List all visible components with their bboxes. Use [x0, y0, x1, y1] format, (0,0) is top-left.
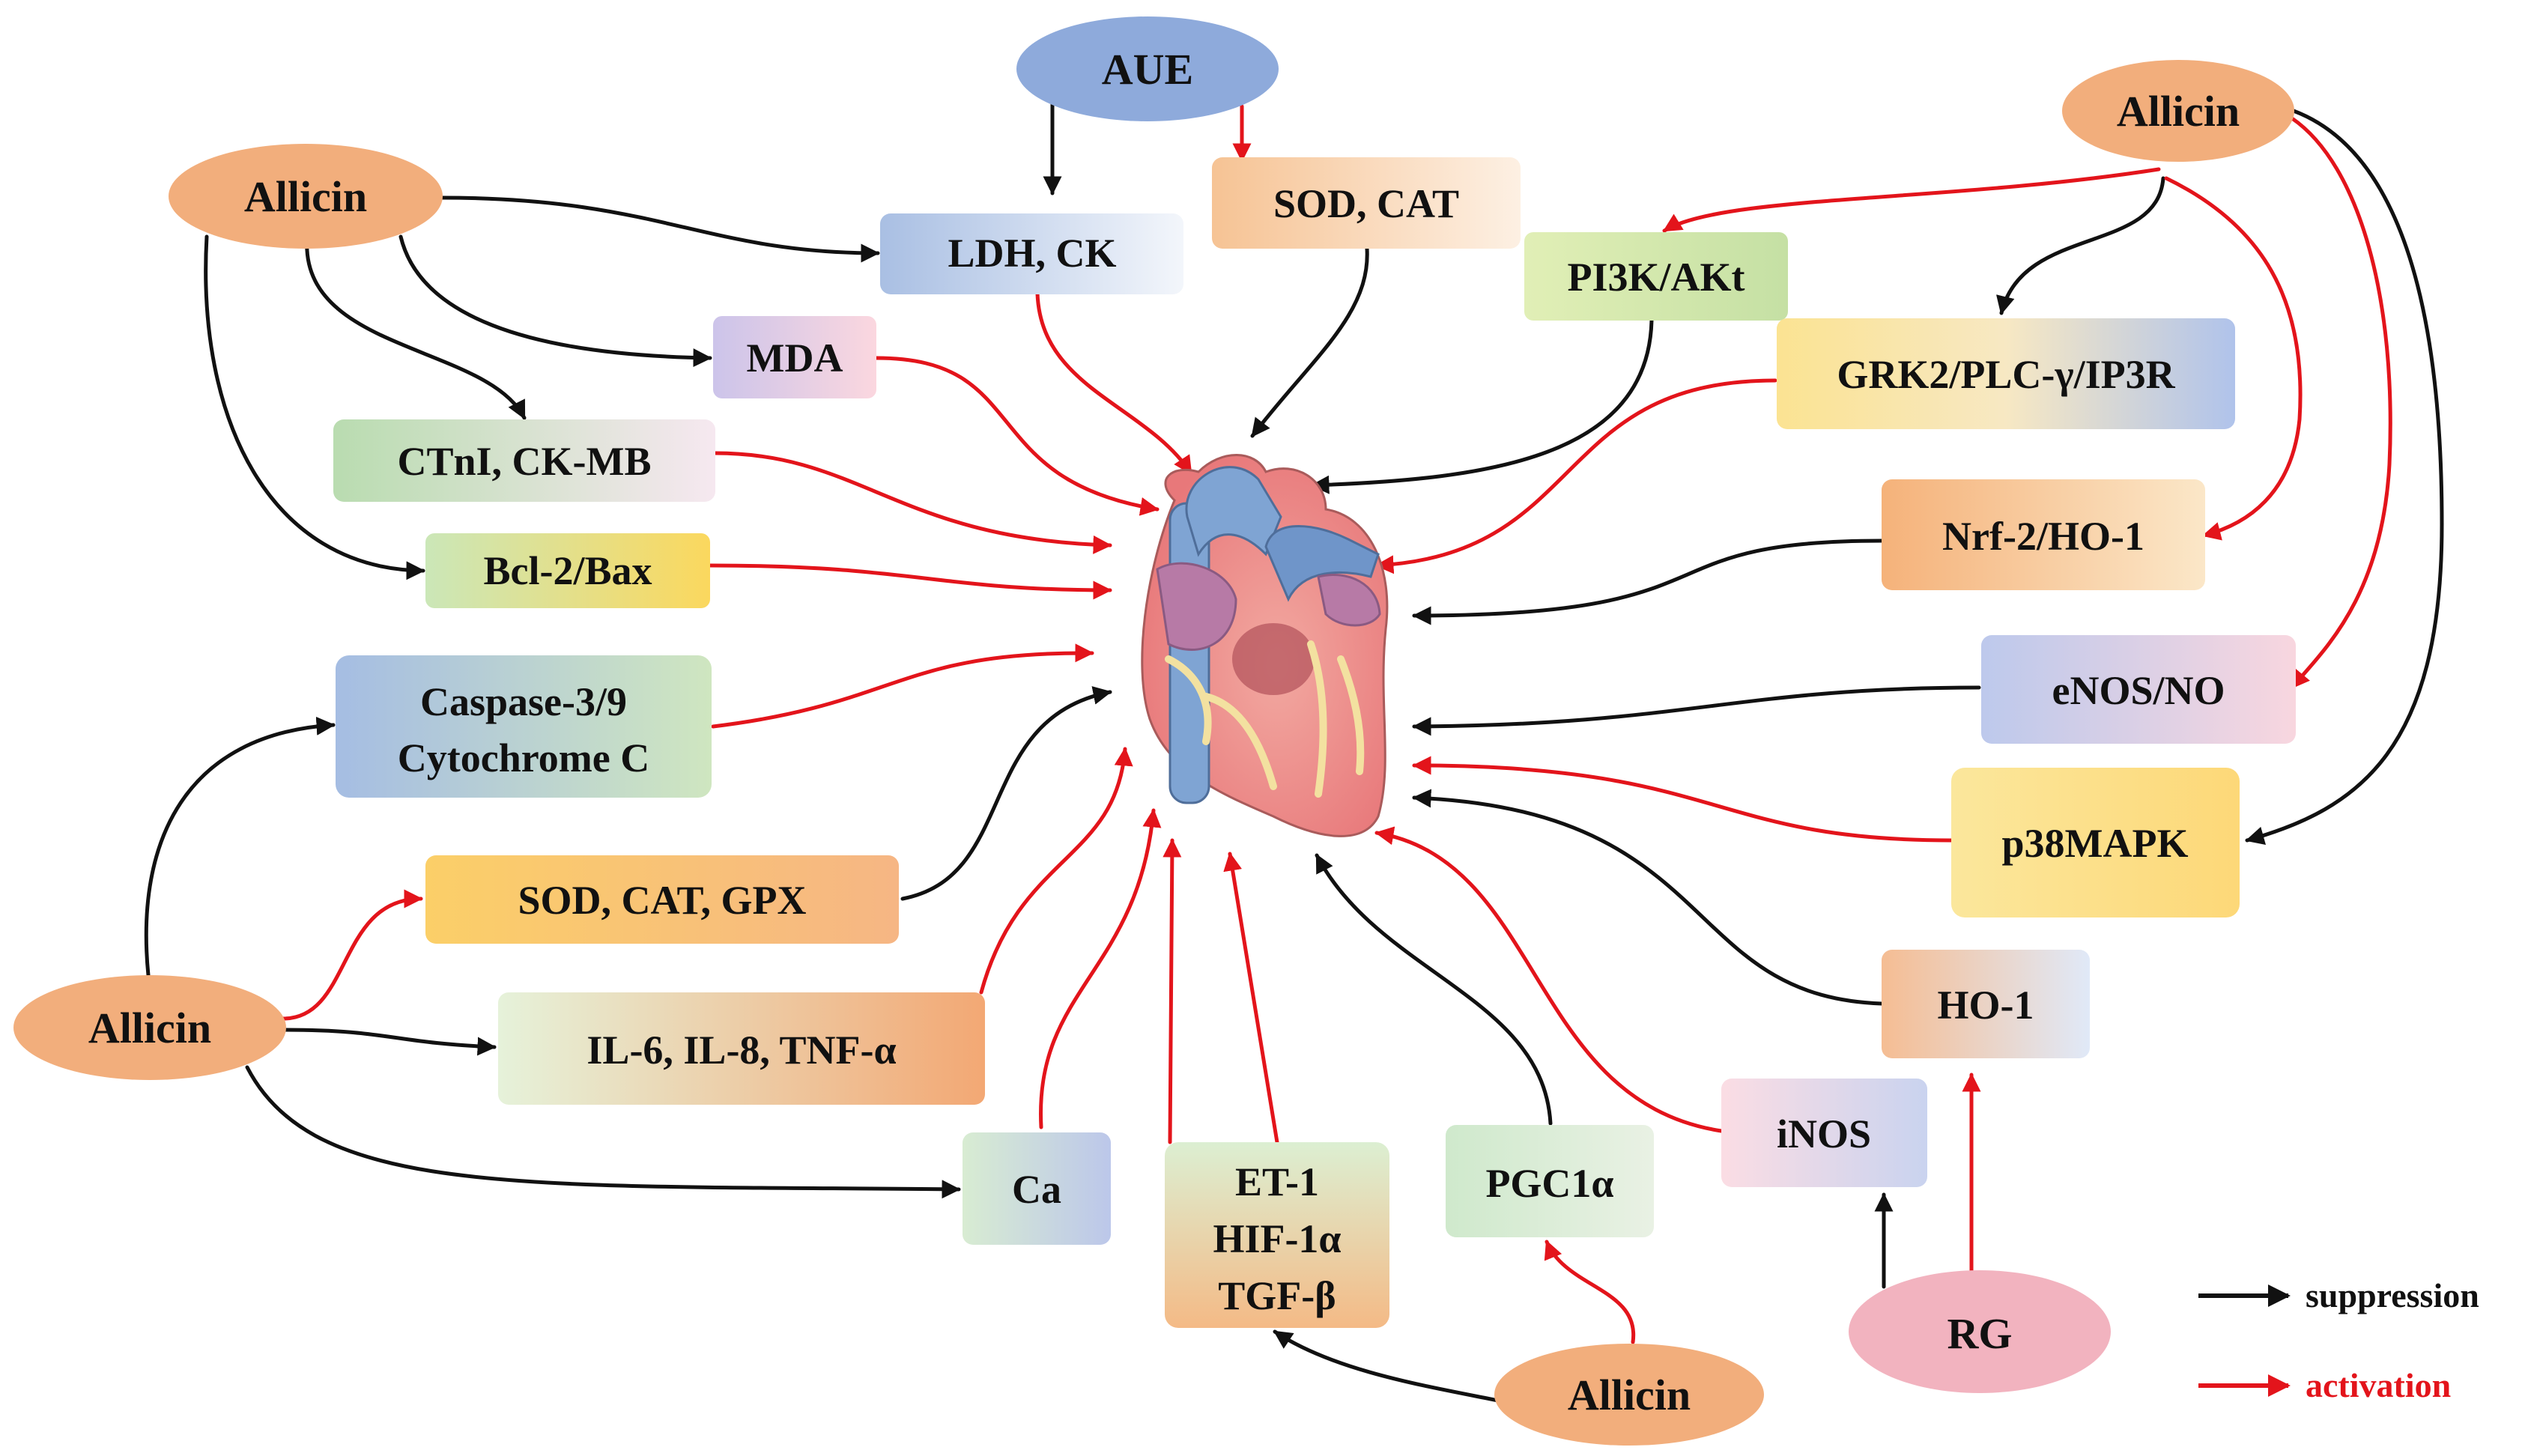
ldh-ck-label: LDH, CK: [948, 231, 1116, 276]
caspase-label-2: Cytochrome C: [398, 735, 649, 780]
arrow-allicin-mda: [398, 234, 712, 368]
arrow-allicin-grk: [1996, 176, 2165, 315]
box-p38: [1951, 768, 2240, 917]
pgc-label: PGC1α: [1485, 1161, 1613, 1206]
box-ho1: [1882, 950, 2090, 1058]
arrow-ctni-heart: [713, 451, 1112, 554]
arrow-allicin-ctni: [305, 236, 527, 420]
allicin-top-left-ellipse: [169, 144, 443, 249]
legend-activation-label: activation: [2306, 1366, 2451, 1404]
allicin-top-right-ellipse: [2062, 60, 2294, 162]
arrow-il-heart: [979, 747, 1133, 995]
box-enos: [1981, 635, 2296, 744]
pi3k-akt-label: PI3K/AKt: [1568, 255, 1745, 300]
sod-cat-label: SOD, CAT: [1273, 181, 1459, 226]
allicin-top-left-label: Allicin: [244, 172, 367, 221]
arrow-allicin-bcl: [204, 234, 425, 580]
mda-label: MDA: [747, 336, 843, 380]
arrow-casp-heart: [711, 643, 1094, 729]
sod-cat-gpx-label: SOD, CAT, GPX: [518, 878, 806, 923]
box-il: [498, 992, 985, 1105]
arrow-ca-heart: [1039, 808, 1162, 1129]
ca-label: Ca: [1012, 1167, 1061, 1212]
inos-label: iNOS: [1777, 1111, 1871, 1156]
arrows: [144, 101, 2444, 1403]
allicin-top-right-label: Allicin: [2117, 87, 2240, 136]
box-caspase: [336, 655, 712, 798]
arrow-allicin-p38: [2245, 109, 2444, 845]
et-label-3: TGF-β: [1218, 1273, 1336, 1318]
box-sod-cat-gpx: [425, 855, 899, 944]
arrow-nrf-heart: [1412, 539, 1884, 625]
box-nrf2: [1882, 479, 2205, 590]
legend-suppression-label: suppression: [2306, 1276, 2479, 1314]
box-grk2: [1777, 318, 2235, 429]
box-bcl2-bax: [425, 533, 710, 608]
arrow-p38-heart: [1412, 756, 1953, 843]
arrow-grk-heart: [1374, 378, 1777, 574]
arrow-allicin-pgc: [1544, 1240, 1636, 1344]
allicin-mid-left-label: Allicin: [88, 1004, 211, 1052]
arrow-allicin-il: [281, 1028, 497, 1056]
box-ldh-ck: [880, 213, 1183, 294]
arrow-et-heart-1: [1163, 838, 1182, 1144]
allicin-mid-left-ellipse: [13, 975, 286, 1080]
caspase-label-1: Caspase-3/9: [420, 679, 627, 724]
box-ctni: [333, 419, 715, 502]
arrow-sodcat-heart: [1250, 246, 1369, 438]
box-ca: [963, 1132, 1111, 1245]
grk2-label: GRK2/PLC-γ/IP3R: [1837, 352, 2175, 397]
legend: suppression activation: [2198, 1276, 2479, 1404]
ctni-label: CTnI, CK-MB: [397, 439, 651, 484]
arrow-mda-heart: [874, 356, 1160, 516]
box-mda: [713, 316, 876, 398]
box-sod-cat: [1212, 157, 1521, 249]
arrow-inos-heart: [1374, 826, 1724, 1133]
arrow-enos-heart: [1412, 685, 1981, 736]
il-label: IL-6, IL-8, TNF-α: [586, 1028, 896, 1073]
box-pgc: [1446, 1125, 1654, 1237]
p38-label: p38MAPK: [2002, 821, 2189, 866]
aue-ellipse: [1016, 16, 1279, 121]
rg-ellipse: [1849, 1270, 2111, 1393]
arrow-bcl-heart: [708, 563, 1112, 600]
arrow-ho1-heart: [1412, 789, 1884, 1006]
rg-label: RG: [1947, 1309, 2013, 1358]
heart-illustration: [1141, 454, 1389, 837]
arrow-allicin-nrf: [2164, 176, 2303, 541]
et-label-2: HIF-1α: [1213, 1216, 1341, 1261]
arrow-pi3k-heart: [1310, 318, 1654, 494]
arrow-allicin-sodgpx: [281, 889, 423, 1021]
arrow-ldh-heart: [1035, 291, 1193, 476]
box-et: [1165, 1142, 1389, 1328]
arrow-allicin-ca: [245, 1065, 961, 1199]
aue-label: AUE: [1102, 45, 1193, 94]
allicin-bottom-label: Allicin: [1568, 1371, 1691, 1419]
arrow-sodgpx-heart: [900, 686, 1112, 901]
box-pi3k-akt: [1524, 232, 1788, 321]
nrf2-label: Nrf-2/HO-1: [1942, 514, 2144, 559]
ho1-label: HO-1: [1938, 983, 2034, 1028]
et-label-1: ET-1: [1235, 1159, 1319, 1204]
arrow-allicin-pi3k: [1662, 167, 2161, 233]
box-inos: [1721, 1079, 1927, 1187]
arrow-allicin-casp: [144, 716, 336, 977]
arrow-allicin-ldh: [440, 195, 880, 263]
arrow-allicin-enos: [2290, 116, 2392, 690]
arrow-pgc-heart: [1315, 853, 1553, 1126]
arrow-et-heart-2: [1223, 852, 1279, 1144]
bcl2-bax-label: Bcl-2/Bax: [484, 548, 652, 593]
allicin-bottom-ellipse: [1494, 1344, 1764, 1446]
arrow-allicin-et: [1273, 1329, 1500, 1403]
enos-label: eNOS/NO: [2052, 668, 2225, 713]
